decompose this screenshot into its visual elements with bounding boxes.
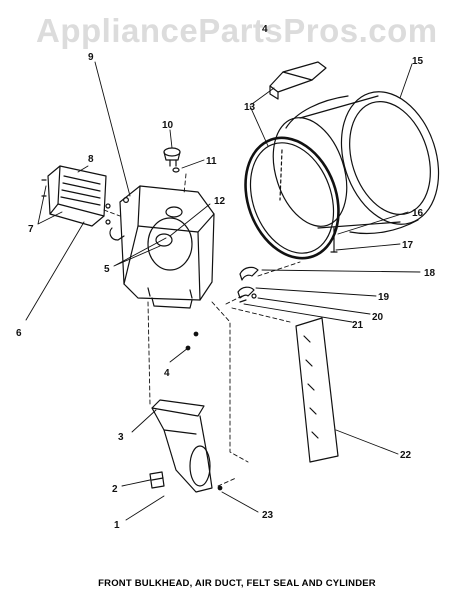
- callout-leader-lines: [25, 61, 421, 521]
- diagram-caption: FRONT BULKHEAD, AIR DUCT, FELT SEAL AND …: [98, 578, 376, 589]
- callout-4-top: 4: [262, 24, 268, 35]
- part-felt-strip[interactable]: [295, 317, 339, 463]
- callout-23: 23: [262, 510, 274, 521]
- part-bracket-top[interactable]: [269, 61, 327, 100]
- part-air-duct[interactable]: [151, 399, 213, 493]
- part-glides-18-21[interactable]: [237, 266, 259, 303]
- part-screw-16-17[interactable]: [330, 227, 338, 253]
- callout-17: 17: [402, 240, 414, 251]
- callout-13: 13: [244, 102, 256, 113]
- part-lint-grille[interactable]: [47, 165, 107, 227]
- callout-3: 3: [118, 432, 124, 443]
- part-label-plate[interactable]: [149, 471, 165, 489]
- part-felt-seal[interactable]: [229, 125, 354, 272]
- callout-4-lower: 4: [164, 368, 170, 379]
- callout-labels: 9 10 11 8 7 6 12 5 13 4 15 16 17 18 19 2…: [16, 24, 436, 531]
- callout-2: 2: [112, 484, 118, 495]
- callout-20: 20: [372, 312, 384, 323]
- part-drum-cylinder[interactable]: [260, 79, 454, 237]
- part-thermostat[interactable]: [163, 147, 181, 173]
- callout-7: 7: [28, 224, 34, 235]
- watermark-text: AppliancePartsPros.com: [36, 12, 438, 49]
- callout-21: 21: [352, 320, 364, 331]
- callout-15: 15: [412, 56, 424, 67]
- callout-19: 19: [378, 292, 390, 303]
- callout-12: 12: [214, 196, 226, 207]
- callout-6: 6: [16, 328, 22, 339]
- part-front-bulkhead[interactable]: [109, 185, 215, 309]
- callout-18: 18: [424, 268, 436, 279]
- callout-8: 8: [88, 154, 94, 165]
- callout-9: 9: [88, 52, 94, 63]
- callout-16: 16: [412, 208, 424, 219]
- callout-5: 5: [104, 264, 110, 275]
- callout-10: 10: [162, 120, 174, 131]
- callout-11: 11: [206, 156, 217, 167]
- callout-22: 22: [400, 450, 412, 461]
- callout-1: 1: [114, 520, 120, 531]
- assembly-guide-lines: [103, 173, 301, 487]
